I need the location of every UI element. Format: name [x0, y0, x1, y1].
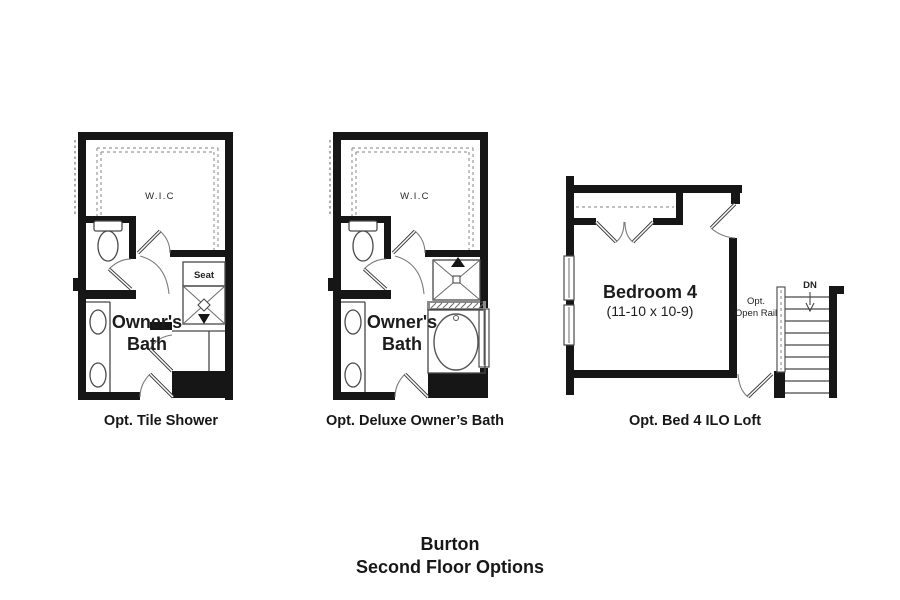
stair-treads — [785, 296, 829, 394]
plan3-walls — [566, 176, 844, 398]
plan2-window — [478, 308, 490, 368]
sheet-title: Burton Second Floor Options — [356, 534, 544, 577]
built-in-cabinet — [172, 371, 233, 398]
plan1-walls — [73, 132, 233, 400]
seat-label: Seat — [194, 270, 215, 281]
stairs-dn-label: DN — [803, 280, 817, 291]
plan-opt-bed4-ilo-loft: DN Opt. Open Rail Bedroom 4 (11-10 x 10-… — [563, 176, 844, 429]
plan1-toilet — [93, 220, 123, 262]
built-in-cabinet — [428, 373, 488, 398]
owners-bath-label: Owner's — [367, 312, 437, 332]
plan1-wic-shelving — [74, 140, 219, 250]
shower-head-marker — [451, 257, 465, 267]
open-rail-label: Open Rail — [735, 308, 777, 319]
plan3-entry-door — [709, 202, 737, 239]
plan3-closet — [576, 206, 674, 244]
plan2-glass-panel — [427, 301, 486, 310]
plan3-bottom-door — [737, 372, 774, 399]
dn-arrowhead — [805, 302, 815, 313]
open-rail — [776, 286, 786, 373]
open-rail-label: Opt. — [747, 296, 765, 307]
owners-bath-label: Bath — [127, 334, 167, 354]
sheet-title-line1: Burton — [421, 534, 480, 554]
plan-opt-deluxe-owners-bath: W.I.C Owner's Bath Opt. Deluxe Owner’s B… — [326, 132, 504, 429]
sink — [89, 362, 107, 388]
bedroom4-dimensions: (11-10 x 10-9) — [607, 303, 694, 319]
wic-label: W.I.C — [400, 191, 430, 202]
tub-faucet — [453, 315, 459, 321]
plan1-caption: Opt. Tile Shower — [104, 413, 218, 429]
owners-bath-label: Bath — [382, 334, 422, 354]
bedroom4-label: Bedroom 4 — [603, 282, 697, 302]
plan-opt-tile-shower: W.I.C Seat Owner's Bath Opt. Tile Shower — [73, 132, 233, 429]
plan2-doors — [362, 229, 430, 399]
plan2-shower — [432, 257, 481, 301]
shower-head-marker — [198, 314, 210, 324]
owners-bath-label: Owner's — [112, 312, 182, 332]
plan2-caption: Opt. Deluxe Owner’s Bath — [326, 413, 504, 429]
sink — [344, 309, 362, 335]
plan3-stairs — [776, 286, 829, 394]
sink — [344, 362, 362, 388]
shower-drain — [452, 275, 461, 284]
sink — [89, 309, 107, 335]
plan1-vanity — [86, 301, 111, 392]
plan1-tile-shower — [172, 285, 226, 371]
plan1-doors — [107, 229, 175, 399]
wic-label: W.I.C — [145, 191, 175, 202]
plan2-tub — [427, 309, 486, 374]
plan3-windows — [563, 255, 575, 346]
plan2-wic-shelving — [329, 140, 474, 250]
plan3-caption: Opt. Bed 4 ILO Loft — [629, 413, 761, 429]
sheet-title-line2: Second Floor Options — [356, 557, 544, 577]
plan2-walls — [328, 132, 488, 400]
plan2-vanity — [341, 301, 366, 392]
plan2-toilet — [348, 220, 378, 262]
shower-drain — [197, 298, 211, 312]
